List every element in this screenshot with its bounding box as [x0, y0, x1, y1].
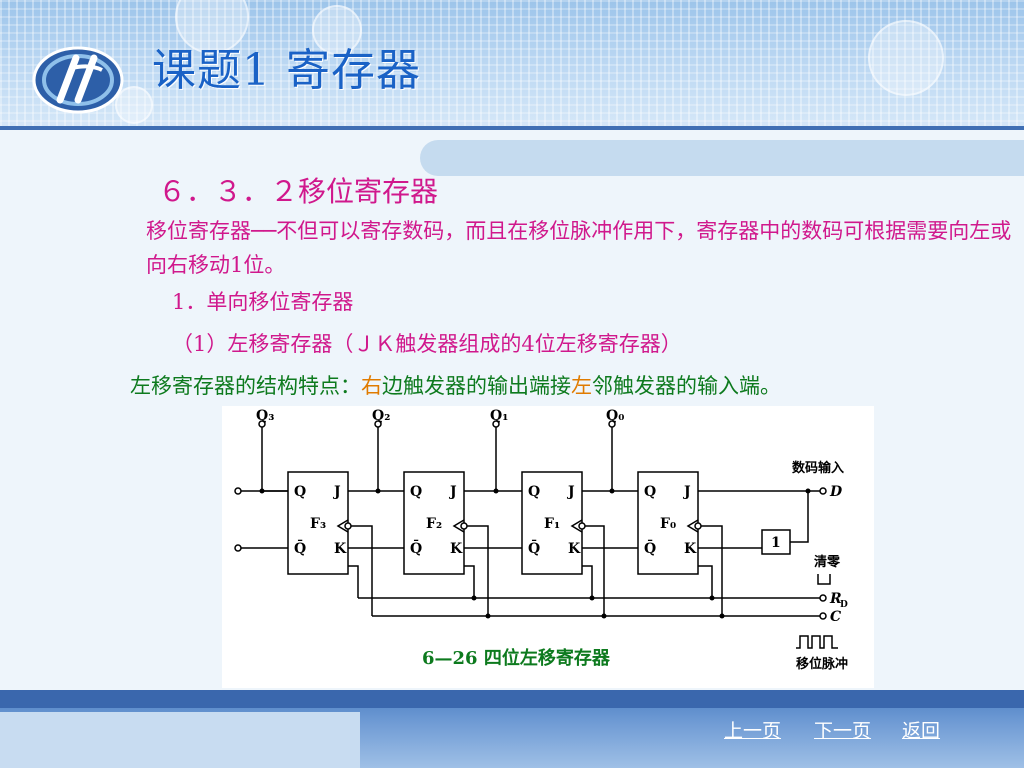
- next-page-link[interactable]: 下一页: [814, 720, 872, 742]
- pin-j: J: [448, 484, 457, 500]
- clear-label: 清零: [814, 554, 841, 570]
- header-pill-decor: [420, 140, 1024, 176]
- feature-highlight-left: 左: [571, 374, 592, 398]
- shift-pulse-label: 移位脉冲: [796, 656, 848, 672]
- logo-icon: [32, 46, 124, 114]
- prev-page-link[interactable]: 上一页: [724, 720, 782, 742]
- definition-paragraph: 移位寄存器──不但可以寄存数码，而且在移位脉冲作用下，寄存器中的数码可根据需要向…: [146, 219, 1012, 277]
- flipflop-label-f1: F₁: [544, 516, 560, 532]
- header-grid-pattern: [0, 0, 1024, 130]
- circuit-diagram: Q₃ Q₂ Q₁ Q₀ Q J Q̄ K F₃ Q J Q̄ K F₂ Q J …: [222, 406, 874, 688]
- clear-pin-sub: D: [840, 600, 848, 610]
- clock-pin: C: [830, 609, 841, 625]
- page-title: 课题1 寄存器: [152, 45, 421, 96]
- pin-k: K: [450, 541, 463, 557]
- decor-circle: [868, 20, 944, 96]
- footer-band: [0, 690, 1024, 708]
- pin-j: J: [566, 484, 575, 500]
- pin-k: K: [684, 541, 697, 557]
- flipflop-label-f0: F₀: [660, 516, 676, 532]
- decor-circle: [312, 5, 362, 55]
- feature-suffix: 邻触发器的输入端。: [592, 374, 781, 398]
- structure-feature-text: 左移寄存器的结构特点：右边触发器的输出端接左邻触发器的输入端。: [130, 370, 781, 400]
- data-input-pin: D: [829, 484, 843, 500]
- pin-k: K: [568, 541, 581, 557]
- pin-qbar: Q̄: [410, 538, 422, 557]
- feature-middle: 边触发器的输出端接: [382, 374, 571, 398]
- pin-q: Q: [528, 484, 540, 500]
- output-label-q3: Q₃: [256, 408, 274, 424]
- pin-q: Q: [644, 484, 656, 500]
- pin-qbar: Q̄: [294, 538, 306, 557]
- diagram-caption: 6—26 四位左移寄存器: [422, 647, 611, 669]
- header-band: [0, 126, 1024, 130]
- pin-j: J: [332, 484, 341, 500]
- output-label-q0: Q₀: [606, 408, 624, 424]
- pin-qbar: Q̄: [528, 538, 540, 557]
- clear-pin: R: [829, 591, 842, 607]
- output-label-q2: Q₂: [372, 408, 390, 424]
- sub-heading-unidirectional: 1．单向移位寄存器: [172, 290, 354, 314]
- sub-heading-left-shift: （1）左移寄存器（ＪＫ触发器组成的4位左移寄存器）: [172, 332, 682, 356]
- output-label-q1: Q₁: [490, 408, 508, 424]
- inverter-label: 1: [771, 535, 781, 551]
- pin-qbar: Q̄: [644, 538, 656, 557]
- pin-k: K: [334, 541, 347, 557]
- feature-highlight-right: 右: [361, 374, 382, 398]
- back-link[interactable]: 返回: [902, 720, 941, 742]
- data-input-label: 数码输入: [792, 460, 844, 476]
- header-banner: [0, 0, 1024, 130]
- section-title: ６．３．２移位寄存器: [158, 175, 439, 208]
- footer-pill-decor: [0, 712, 360, 768]
- pin-q: Q: [294, 484, 306, 500]
- feature-prefix: 左移寄存器的结构特点：: [130, 374, 361, 398]
- decor-circle: [115, 86, 153, 124]
- flipflop-label-f3: F₃: [310, 516, 326, 532]
- flipflop-label-f2: F₂: [426, 516, 442, 532]
- circuit-svg: Q₃ Q₂ Q₁ Q₀ Q J Q̄ K F₃ Q J Q̄ K F₂ Q J …: [234, 408, 848, 672]
- pin-j: J: [682, 484, 691, 500]
- pin-q: Q: [410, 484, 422, 500]
